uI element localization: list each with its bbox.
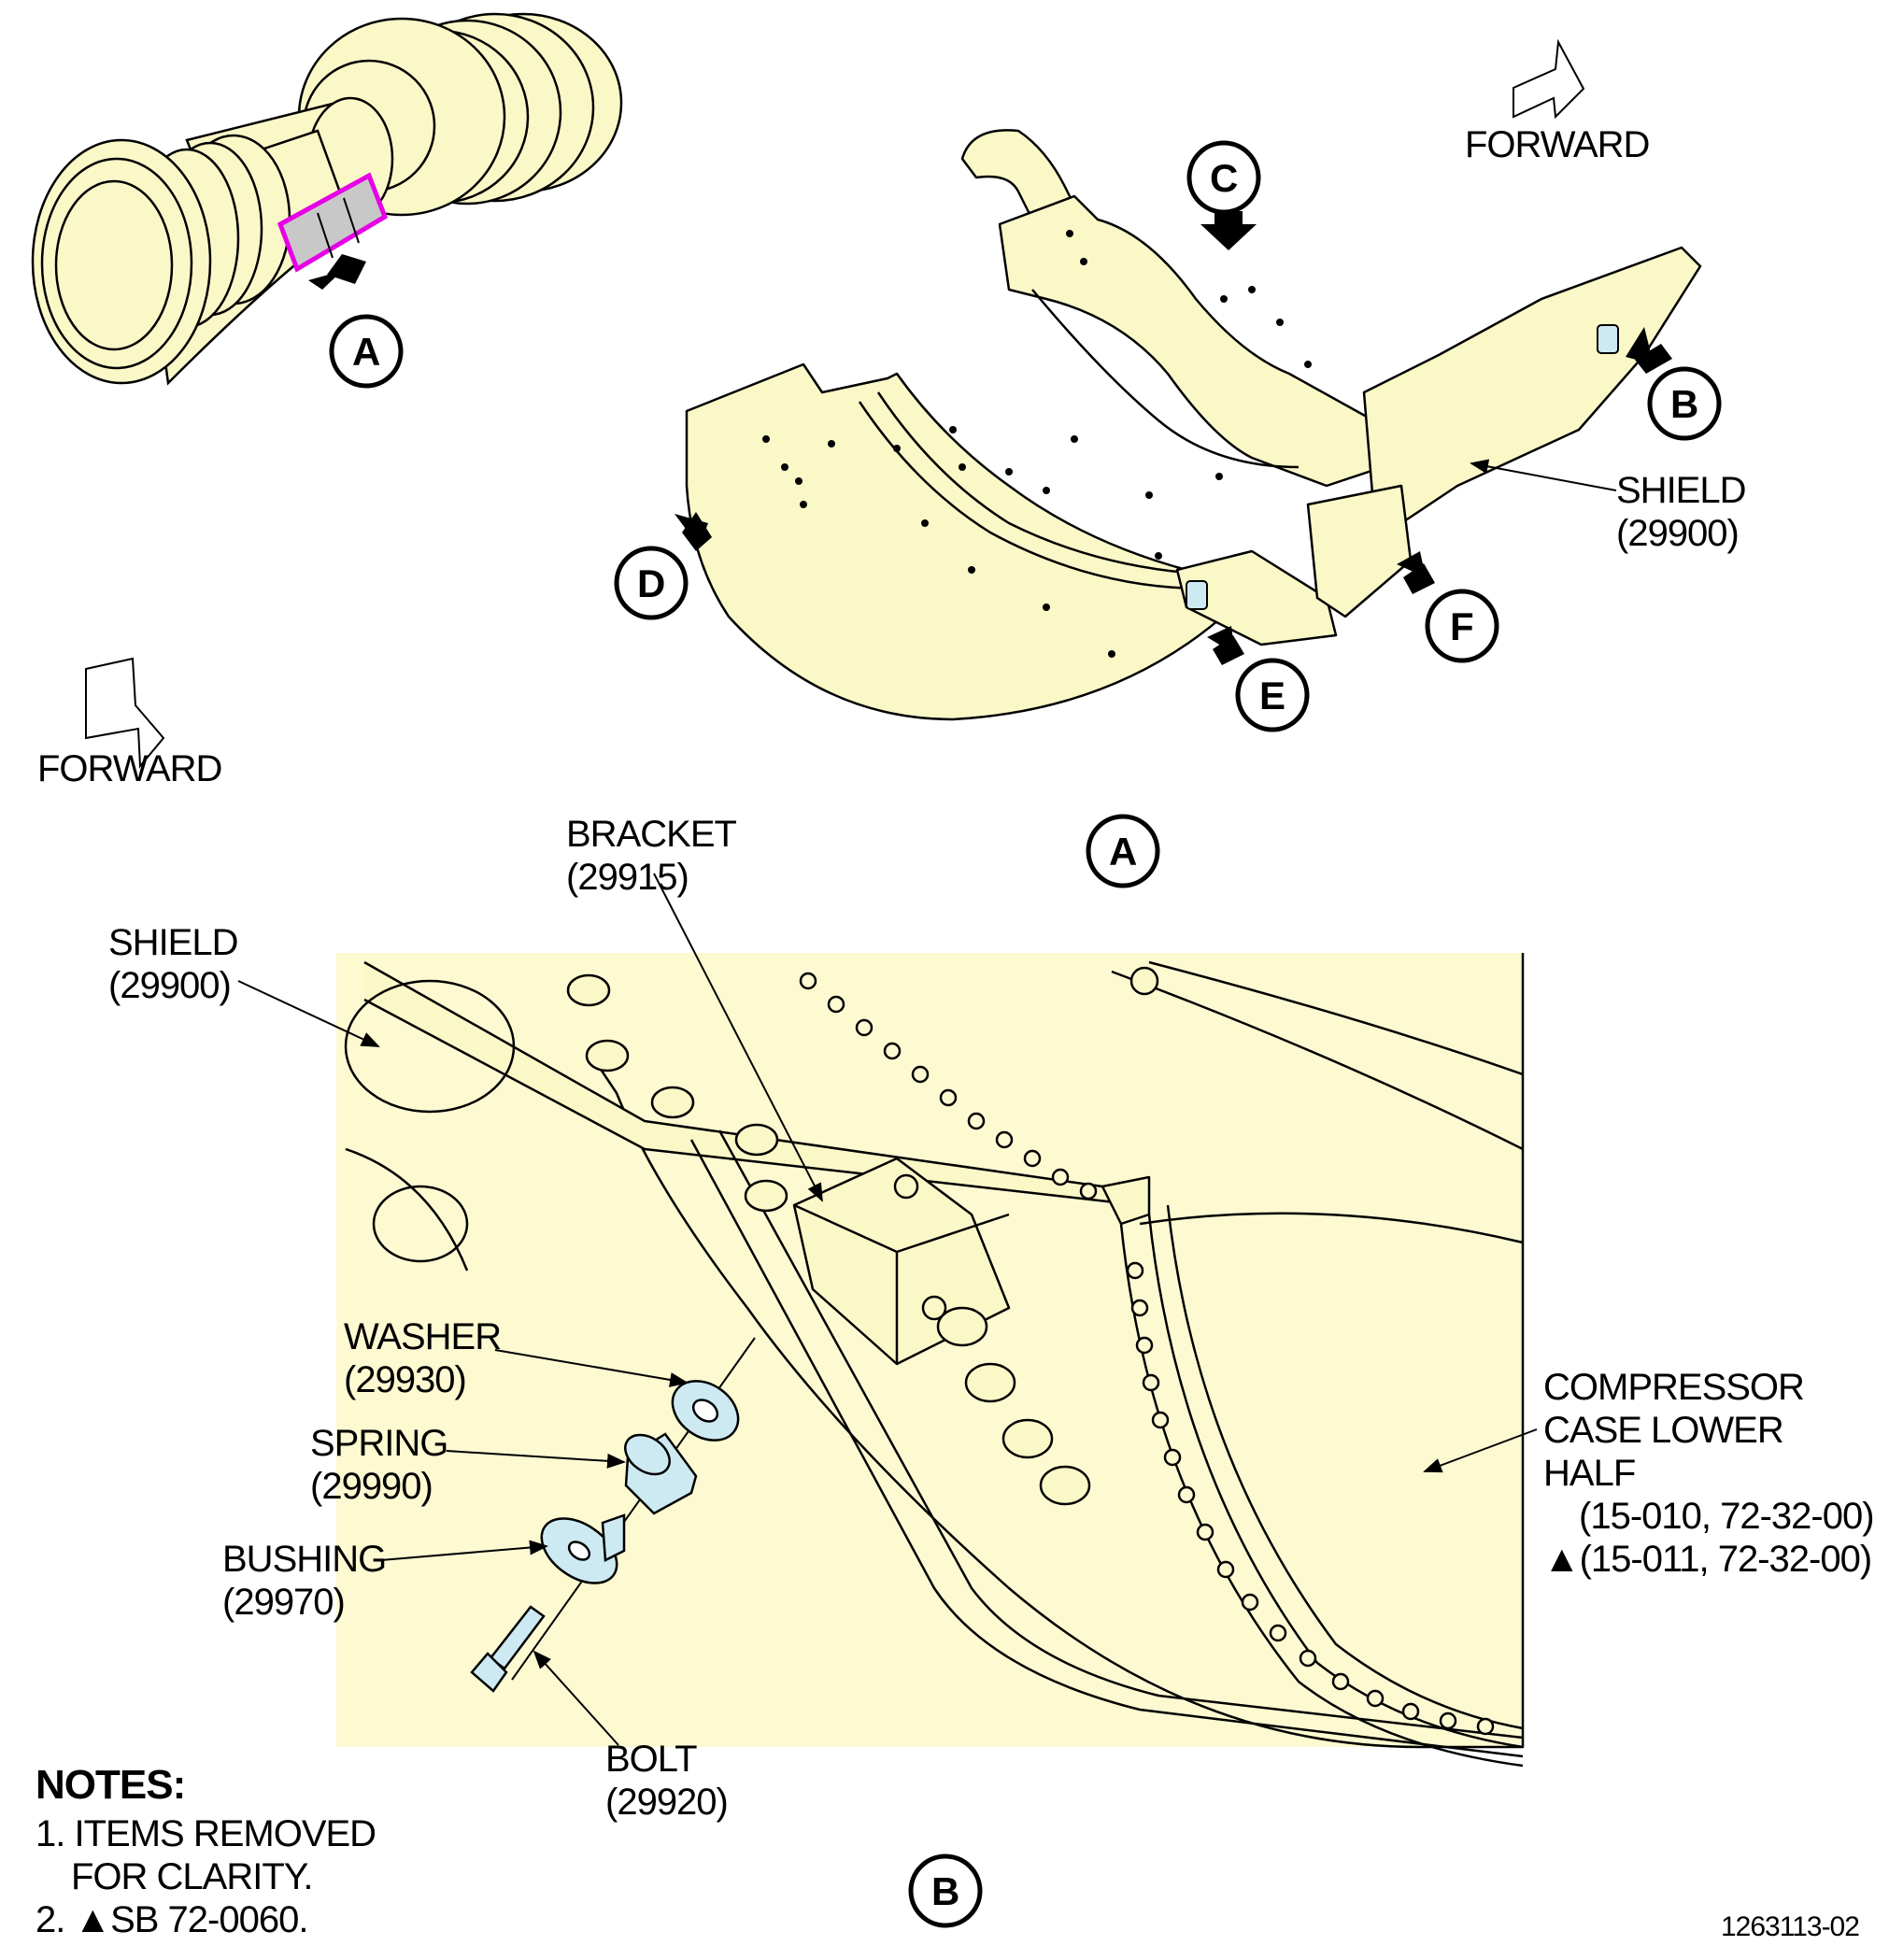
compressor-ref2-text: (15-011, 72-32-00): [1579, 1539, 1873, 1580]
view-b-label: B: [931, 1869, 959, 1913]
arrow-c: [1200, 224, 1257, 250]
view-arrows: [675, 211, 1672, 665]
callout-letter-b-arrow: B: [1670, 382, 1698, 426]
washer-part-number: (29930): [344, 1359, 467, 1400]
callout-circles: [329, 140, 1722, 1928]
callout-letter-a-engine: A: [352, 330, 380, 374]
bolt-part-number: (29920): [605, 1782, 729, 1823]
view-arrow-a: [308, 254, 366, 290]
bushing-name: BUSHING: [222, 1539, 387, 1580]
callout-letter-c: C: [1210, 156, 1238, 200]
bracket-name: BRACKET: [566, 814, 737, 855]
compressor-line3: HALF: [1543, 1453, 1636, 1494]
bolt-name: BOLT: [605, 1739, 698, 1780]
shield-a-leader: [1470, 459, 1617, 491]
callout-letter-d: D: [637, 561, 665, 605]
note-1-line1: 1. ITEMS REMOVED: [36, 1813, 376, 1854]
bushing-part-number: (29970): [222, 1582, 346, 1623]
notes-title: NOTES:: [36, 1762, 186, 1808]
spring-part-number: (29990): [310, 1466, 433, 1507]
document-number: 1263113-02: [1721, 1911, 1860, 1942]
compressor-line2: CASE LOWER: [1543, 1410, 1784, 1451]
note-1-line2: FOR CLARITY.: [71, 1856, 313, 1897]
shield-view-a: [685, 129, 1702, 721]
note-2-text: SB 72-0060.: [110, 1899, 308, 1940]
callout-letter-f: F: [1450, 604, 1474, 648]
highlight-zone: [277, 172, 389, 273]
spring-name: SPRING: [310, 1423, 448, 1464]
compressor-ref2: ▲(15-011, 72-32-00): [1543, 1538, 1873, 1581]
view-a-label: A: [1109, 830, 1137, 873]
shield-a-name: SHIELD: [1616, 470, 1746, 511]
note-2: 2. ▲SB 72-0060.: [36, 1898, 308, 1941]
exploded-hardware: [470, 1337, 756, 1693]
shield-b-part: (29900): [108, 965, 232, 1006]
engine-overview: [31, 12, 623, 386]
bracket-part: (29915): [566, 857, 689, 898]
shield-a-part: (29900): [1616, 513, 1740, 554]
note-2-marker-icon: ▲: [74, 1899, 111, 1940]
forward-arrow-outlines: [85, 38, 1585, 769]
compressor-ref1: (15-010, 72-32-00): [1579, 1496, 1875, 1537]
forward-label-top: FORWARD: [1465, 124, 1650, 165]
fastener-dots-view-a: [762, 230, 1312, 658]
shield-b-name: SHIELD: [108, 922, 238, 963]
washer-name: WASHER: [344, 1316, 502, 1357]
callout-letter-e: E: [1259, 674, 1285, 717]
compressor-line1: COMPRESSOR: [1543, 1367, 1805, 1408]
sb-marker-icon: ▲: [1543, 1539, 1581, 1580]
leader-lines-view-b: [237, 873, 1538, 1746]
mount-hardware-view-a: [1186, 324, 1619, 610]
note-2-prefix: 2.: [36, 1899, 65, 1940]
forward-label-left: FORWARD: [37, 748, 222, 789]
